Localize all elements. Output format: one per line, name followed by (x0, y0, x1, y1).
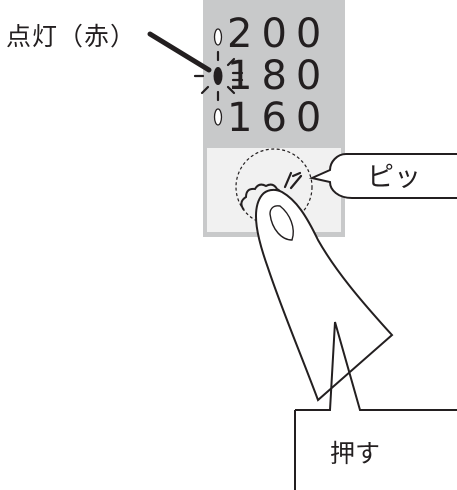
indicator-value-200: 200 (227, 11, 331, 57)
led-glow-rays (193, 50, 244, 102)
lit-pointer-line (147, 31, 212, 73)
indicator-value-180: 180 (227, 53, 331, 99)
beep-sound-text: ピッ (367, 162, 421, 193)
indicator-value-160: 160 (227, 95, 331, 141)
fingernail (269, 205, 294, 241)
led-160 (213, 108, 223, 126)
led-200 (213, 28, 223, 46)
led-180-lit (213, 67, 223, 85)
sound-speech-bubble (308, 153, 457, 199)
press-area-dashed-circle (235, 148, 313, 226)
lit-red-label: 点灯（赤） (6, 22, 137, 51)
finger-icon (255, 188, 394, 402)
push-label: 押す (330, 439, 381, 468)
press-spark-icon (283, 171, 303, 190)
push-callout-box (294, 321, 457, 490)
